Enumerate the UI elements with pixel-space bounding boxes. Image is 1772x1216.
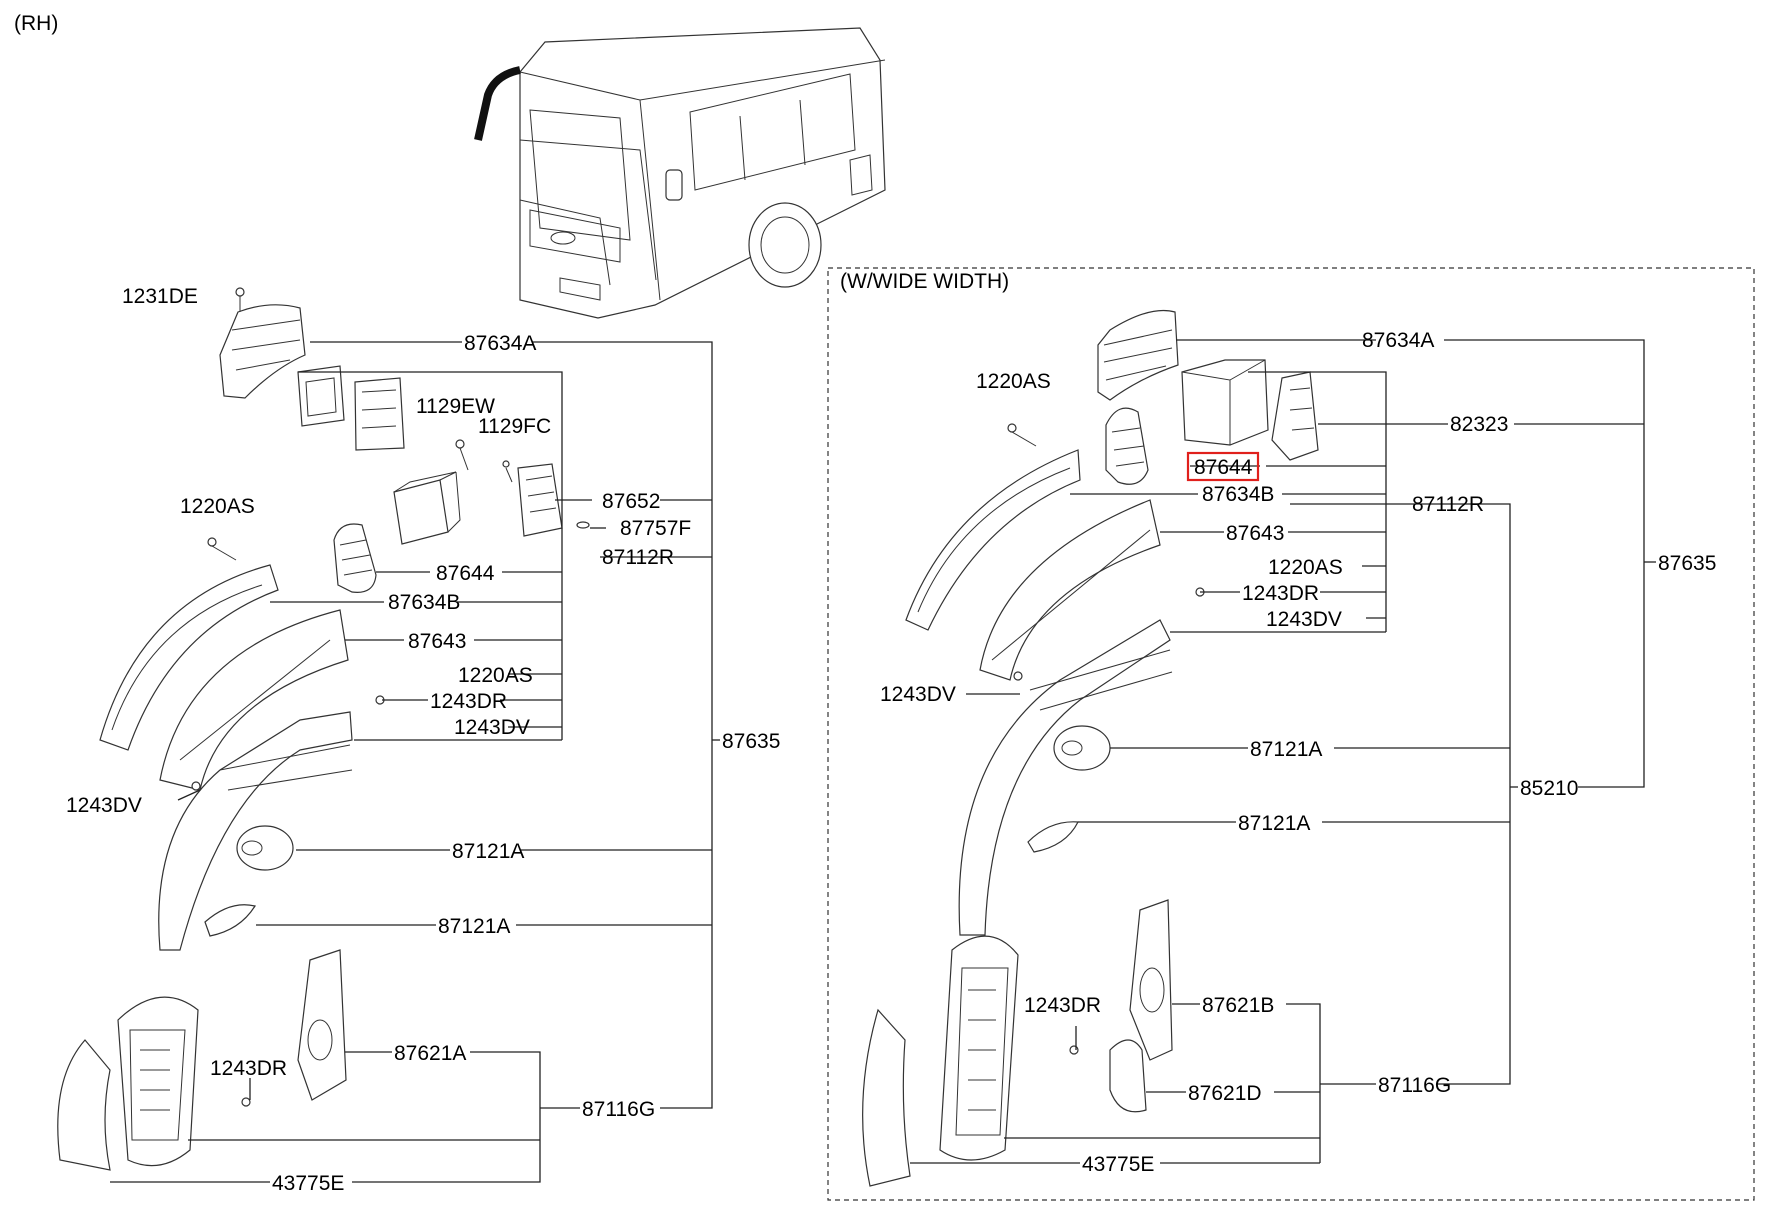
label-87635: 87635 bbox=[722, 730, 780, 753]
wide-width-box bbox=[827, 267, 1755, 1201]
label-87634a: 87634A bbox=[464, 332, 536, 355]
label-87112r: 87112R bbox=[602, 546, 674, 569]
label-87121a-1: 87121A bbox=[452, 840, 524, 863]
label-r-87634b: 87634B bbox=[1202, 483, 1274, 506]
bus-illustration bbox=[474, 27, 886, 319]
label-r-1243dv-a: 1243DV bbox=[1266, 608, 1342, 631]
label-r-87621b: 87621B bbox=[1202, 994, 1274, 1017]
right-part-drawings bbox=[862, 309, 1319, 1187]
label-1129ew: 1129EW bbox=[416, 395, 495, 418]
label-1220as-mid: 1220AS bbox=[458, 664, 533, 687]
label-87634b: 87634B bbox=[388, 591, 460, 614]
label-r-87634a: 87634A bbox=[1362, 329, 1434, 352]
label-1220as-top: 1220AS bbox=[180, 495, 255, 518]
label-r-87116g: 87116G bbox=[1378, 1074, 1451, 1097]
right-leader-lines bbox=[910, 339, 1656, 1164]
label-87121a-2: 87121A bbox=[438, 915, 510, 938]
label-r-1220as-top: 1220AS bbox=[976, 370, 1051, 393]
left-part-drawings bbox=[57, 287, 590, 1171]
label-r-87112r: 87112R bbox=[1412, 493, 1484, 516]
label-87643: 87643 bbox=[408, 630, 466, 653]
label-87116g: 87116G bbox=[582, 1098, 655, 1121]
label-87644: 87644 bbox=[436, 562, 495, 585]
label-1243dr: 1243DR bbox=[430, 690, 507, 713]
label-1243dr-2: 1243DR bbox=[210, 1057, 287, 1080]
left-leader-lines bbox=[110, 341, 720, 1183]
label-1243dv-a: 1243DV bbox=[454, 716, 530, 739]
label-r-1220as-mid: 1220AS bbox=[1268, 556, 1343, 579]
label-87652: 87652 bbox=[602, 490, 660, 513]
label-87621a: 87621A bbox=[394, 1042, 466, 1065]
label-1231de: 1231DE bbox=[122, 285, 198, 308]
label-r-87635: 87635 bbox=[1658, 552, 1716, 575]
label-r-1243dr: 1243DR bbox=[1242, 582, 1319, 605]
label-r-1243dr-2: 1243DR bbox=[1024, 994, 1101, 1017]
label-r-43775e: 43775E bbox=[1082, 1153, 1154, 1176]
highlight-87644 bbox=[1186, 451, 1260, 482]
label-r-87643: 87643 bbox=[1226, 522, 1284, 545]
label-43775e: 43775E bbox=[272, 1172, 344, 1195]
label-1129fc: 1129FC bbox=[478, 415, 551, 438]
label-1243dv-b: 1243DV bbox=[66, 794, 142, 817]
label-r-85210: 85210 bbox=[1520, 777, 1578, 800]
label-r-87644: 87644 bbox=[1194, 456, 1253, 479]
variant-label: (W/WIDE WIDTH) bbox=[840, 270, 1009, 293]
label-r-87121a-1: 87121A bbox=[1250, 738, 1322, 761]
right-labels: 87634A 1220AS 82323 87644 87634B 87112R … bbox=[880, 329, 1716, 1176]
left-labels: 1231DE 87634A 1129EW 1129FC 1220AS 87652… bbox=[66, 285, 780, 1195]
label-r-87121a-2: 87121A bbox=[1238, 812, 1310, 835]
label-r-1243dv-b: 1243DV bbox=[880, 683, 956, 706]
side-label: (RH) bbox=[14, 12, 58, 35]
label-r-82323: 82323 bbox=[1450, 413, 1508, 436]
label-r-87621d: 87621D bbox=[1188, 1082, 1262, 1105]
label-87757f: 87757F bbox=[620, 517, 691, 540]
